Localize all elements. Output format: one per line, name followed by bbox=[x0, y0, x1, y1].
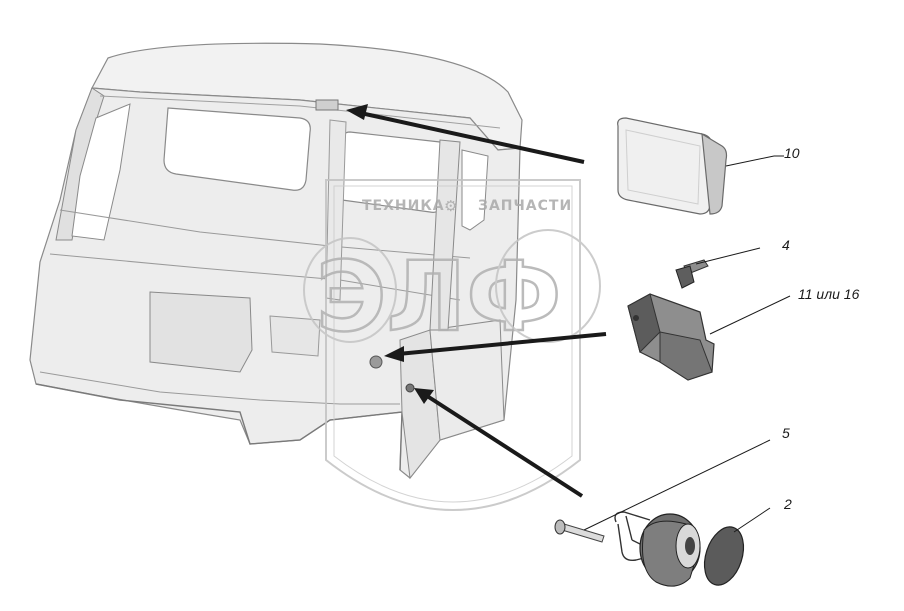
part-11-16-switch-block bbox=[627, 293, 715, 381]
part-10-dome-lamp bbox=[617, 117, 728, 215]
assembly-arrows bbox=[346, 104, 607, 498]
callout-5: 5 bbox=[782, 425, 790, 441]
callout-2: 2 bbox=[783, 496, 792, 512]
part-5-bolt bbox=[554, 519, 605, 543]
watermark-top-left: ТЕХНИКА bbox=[362, 198, 445, 214]
truck-cab bbox=[29, 42, 523, 480]
callout-11-16: 11 или 16 bbox=[798, 286, 860, 302]
callout-leaders bbox=[583, 155, 791, 533]
arrow-to-roof-lamp bbox=[355, 110, 585, 164]
callout-10: 10 bbox=[784, 145, 800, 161]
watermark-top-right: ЗАПЧАСТИ bbox=[478, 198, 572, 214]
watermark: ТЕХНИКА ⚙ ЗАПЧАСТИ ЭЛФ bbox=[303, 179, 601, 511]
part-4-screw bbox=[675, 259, 709, 289]
part-2-disc bbox=[703, 526, 745, 586]
rear-window-left bbox=[163, 107, 311, 191]
part-housing-cup bbox=[639, 513, 701, 587]
arrow-to-mount bbox=[422, 392, 584, 498]
lamp-mount-point bbox=[369, 355, 383, 369]
arrow-to-panel bbox=[397, 332, 607, 356]
rear-mount-hole bbox=[405, 383, 415, 393]
roof-lamp-mount bbox=[315, 99, 339, 111]
watermark-gear-icon: ⚙ bbox=[444, 197, 457, 215]
side-window bbox=[71, 103, 131, 241]
callout-4: 4 bbox=[782, 237, 790, 253]
